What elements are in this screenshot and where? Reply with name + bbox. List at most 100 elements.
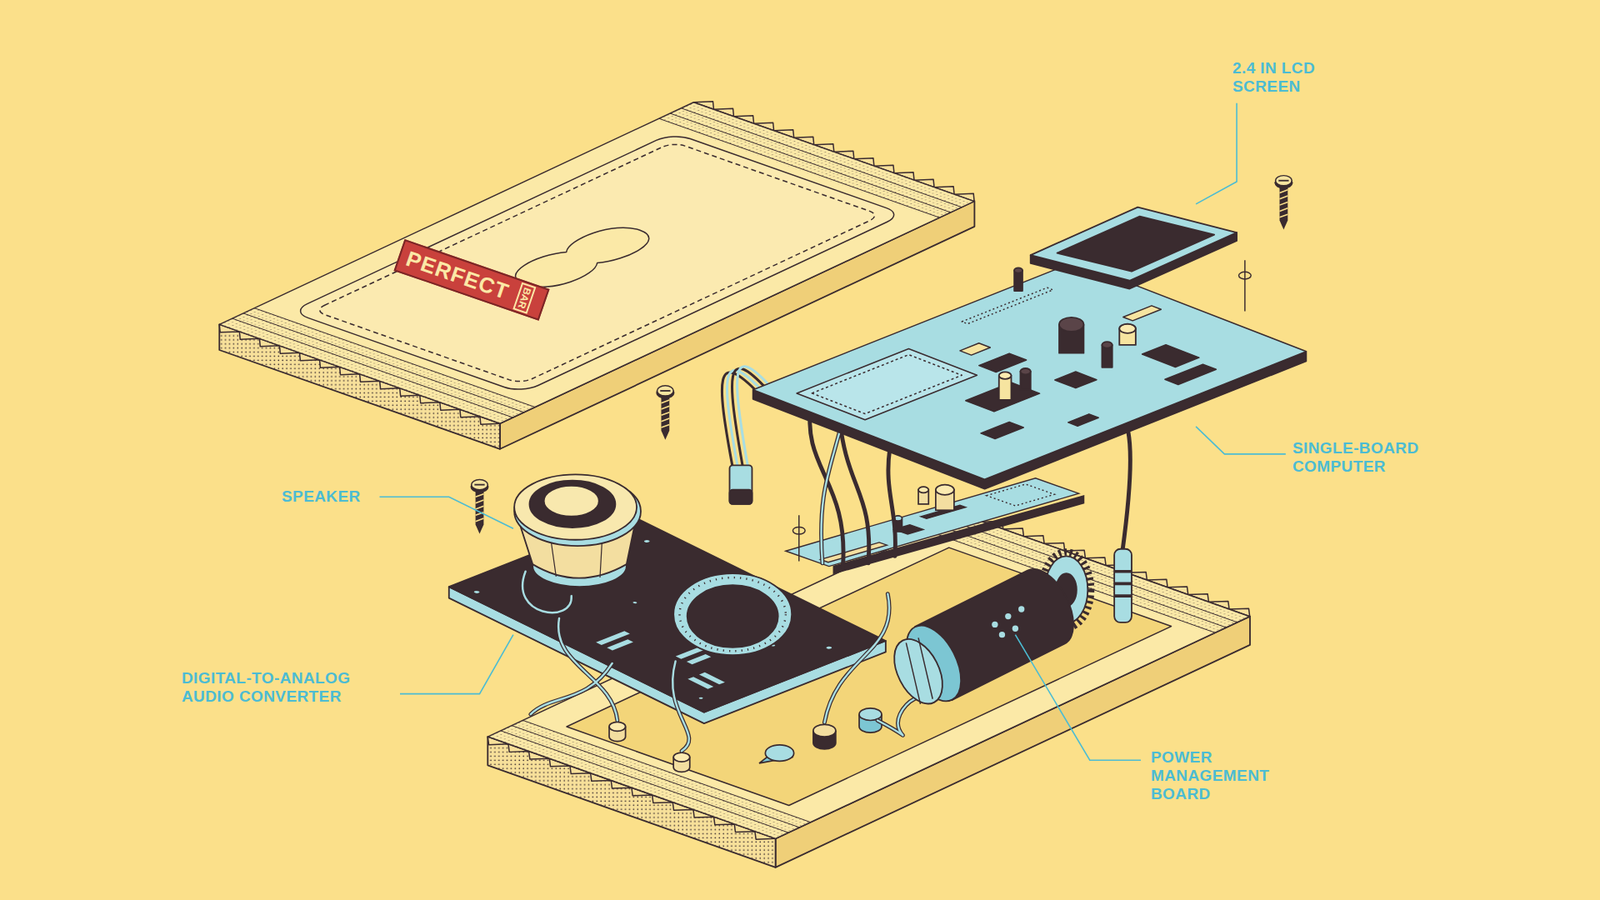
- single-board-computer: [979, 353, 1027, 372]
- single-board-computer: [1020, 368, 1030, 375]
- single-board-computer: [811, 355, 962, 415]
- single-board-computer: [1020, 368, 1030, 390]
- interface-board: [918, 486, 929, 493]
- lcd-screen: [1057, 216, 1215, 272]
- speaker: [530, 480, 616, 528]
- interface-board: [986, 484, 1055, 506]
- brand-logo: PERFECTBAR: [393, 239, 550, 321]
- single-board-computer: [980, 421, 1024, 439]
- single-board-computer: [1059, 317, 1084, 332]
- axis-marker: [1244, 260, 1245, 311]
- wire: [824, 594, 890, 723]
- button: [765, 745, 794, 762]
- axis-marker: [792, 260, 1251, 561]
- wire: [721, 366, 771, 468]
- axis-marker: [1239, 271, 1252, 280]
- speaker: [514, 474, 637, 540]
- dac-board: [686, 654, 711, 665]
- logo-word: PERFECT: [402, 245, 512, 305]
- single-board-computer: [1055, 371, 1097, 389]
- connector: [730, 465, 1132, 623]
- dac-board: [699, 672, 725, 685]
- wire: [530, 663, 613, 715]
- wire: [824, 594, 890, 723]
- single-board-computer: [753, 261, 1307, 489]
- single-board-computer: [753, 261, 1307, 480]
- leader-line: [1195, 426, 1286, 455]
- wrapper-top: [210, 98, 984, 450]
- logo-tag: BAR: [512, 282, 536, 315]
- power-board: [1012, 625, 1019, 632]
- wire: [530, 663, 613, 715]
- single-board-computer: [1101, 341, 1112, 348]
- button: [609, 708, 882, 773]
- part-label: DIGITAL-TO-ANALOG AUDIO CONVERTER: [181, 669, 403, 706]
- speaker: [514, 474, 641, 587]
- interface-board: [935, 485, 955, 495]
- button: [673, 752, 690, 772]
- power-board: [905, 637, 933, 705]
- connector: [730, 465, 753, 505]
- part-label: POWER MANAGEMENT BOARD: [1150, 748, 1305, 804]
- dac-board: [698, 696, 705, 700]
- button: [609, 721, 626, 741]
- leader-line: [1195, 103, 1237, 205]
- connector: [1114, 549, 1132, 623]
- single-board-computer: [1014, 267, 1023, 291]
- wrapper-top: [290, 132, 905, 394]
- wire: [522, 571, 572, 613]
- single-board-computer: [961, 287, 1053, 324]
- axis-marker: [792, 526, 805, 535]
- wrapper-top: [313, 141, 882, 385]
- power-board: [1005, 613, 1011, 620]
- connector: [1114, 571, 1132, 596]
- single-board-computer: [1068, 414, 1099, 426]
- dac-board: [685, 583, 780, 649]
- axis-marker: [798, 515, 800, 561]
- single-board-computer: [960, 343, 990, 355]
- connector: [730, 490, 753, 505]
- single-board-computer: [1119, 324, 1136, 334]
- speaker: [544, 485, 600, 517]
- button: [813, 724, 836, 737]
- button: [673, 752, 690, 762]
- button: [609, 721, 626, 731]
- power-board: [884, 551, 1091, 711]
- dac-board: [643, 540, 651, 544]
- wire: [522, 571, 572, 613]
- screw: [470, 480, 489, 535]
- screw: [470, 175, 1293, 535]
- single-board-computer: [1101, 341, 1112, 368]
- power-board: [884, 631, 952, 712]
- button: [813, 724, 836, 749]
- power-board: [1018, 605, 1025, 612]
- screw: [1274, 175, 1293, 230]
- dac-board: [632, 601, 639, 605]
- wire: [672, 660, 690, 751]
- dac-board: [825, 645, 833, 650]
- dac-board: [673, 573, 792, 655]
- lcd-screen: [1030, 207, 1237, 290]
- single-board-computer: [753, 261, 1307, 480]
- dac-board: [680, 577, 786, 651]
- part-label: SPEAKER: [281, 487, 361, 506]
- single-board-computer: [1142, 345, 1200, 368]
- wire: [737, 366, 772, 468]
- leader-line: [1015, 635, 1141, 761]
- single-board-computer: [1165, 364, 1216, 385]
- single-board-computer: [1119, 324, 1136, 345]
- power-board: [991, 621, 998, 628]
- button: [759, 745, 795, 764]
- single-board-computer: [796, 348, 977, 420]
- single-board-computer: [999, 371, 1012, 380]
- wire: [672, 660, 690, 751]
- single-board-computer: [1059, 317, 1084, 354]
- dac-board: [606, 639, 634, 650]
- single-board-computer: [1123, 305, 1162, 321]
- leader-line: [380, 103, 1286, 761]
- dac-board: [473, 590, 481, 594]
- wrapper-top: [210, 98, 984, 429]
- part-label: SINGLE-BOARD COMPUTER: [1292, 439, 1464, 476]
- single-board-computer: [1014, 267, 1023, 273]
